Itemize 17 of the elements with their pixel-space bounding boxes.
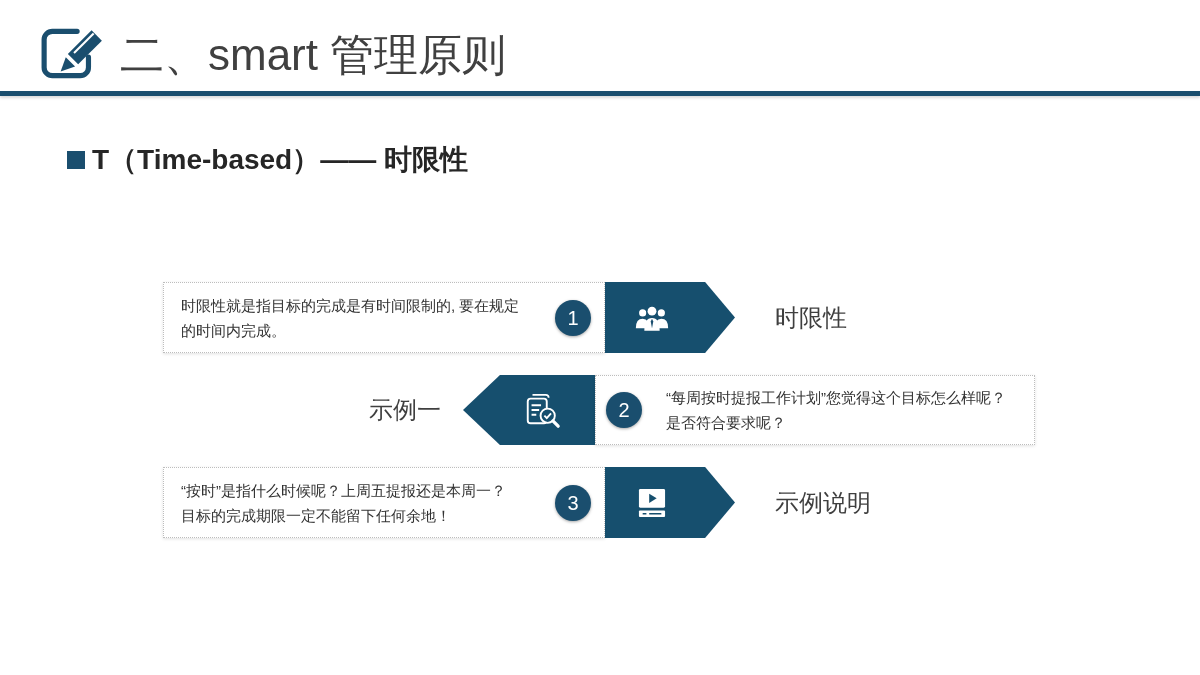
- description-text: “按时”是指什么时候呢？上周五提报还是本周一？目标的完成期限一定不能留下任何余地！: [181, 480, 507, 526]
- side-heading: 时限性: [775, 303, 847, 333]
- text-card: [163, 282, 605, 353]
- side-heading: 示例说明: [775, 488, 871, 518]
- text-card: [163, 467, 605, 538]
- arrow-banner: [463, 375, 595, 445]
- text-card: [595, 375, 1035, 445]
- description-text: “每周按时提报工作计划”您觉得这个目标怎么样呢？是否符合要求呢？: [666, 388, 1007, 433]
- slide-title: 二、smart 管理原则: [120, 29, 507, 81]
- section-heading: T（Time-based）—— 时限性: [92, 143, 468, 177]
- step-number: 2: [606, 392, 642, 428]
- arrow-banner: [605, 467, 735, 538]
- side-heading: 示例一: [369, 395, 441, 425]
- step-number: 1: [555, 300, 591, 336]
- arrow-banner: [605, 282, 735, 353]
- description-text: 时限性就是指目标的完成是有时间限制的, 要在规定的时间内完成。: [181, 295, 521, 341]
- step-number: 3: [555, 485, 591, 521]
